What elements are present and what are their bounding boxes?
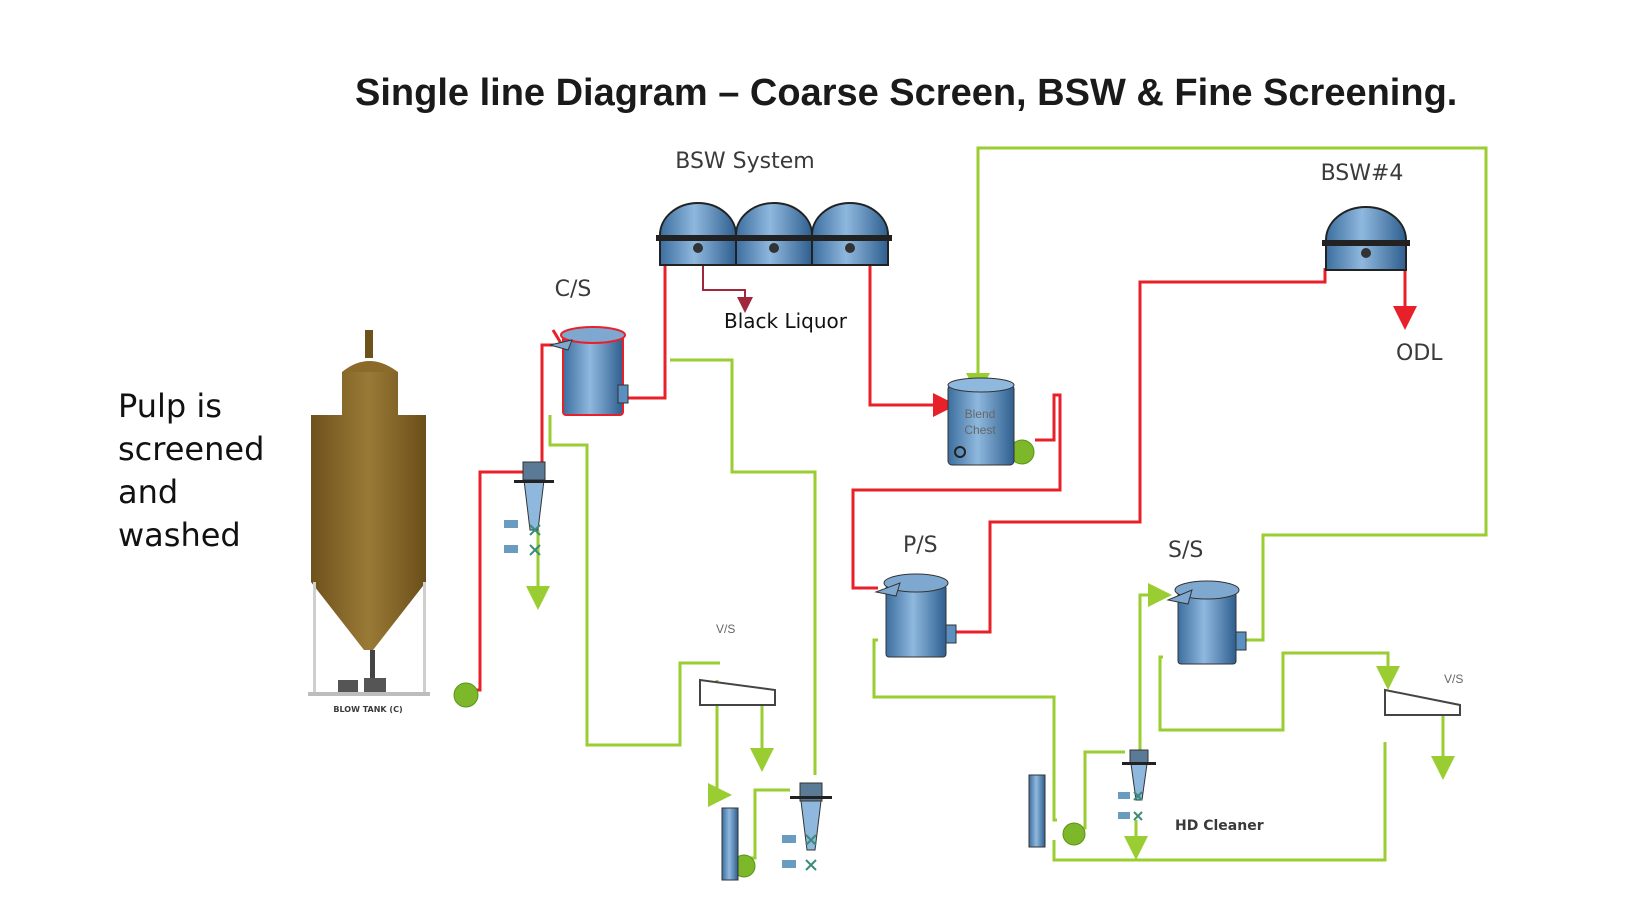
pulp-line-tank-to-cleaner bbox=[458, 470, 532, 692]
cleaner-left bbox=[504, 461, 554, 556]
water-line-ps-reject bbox=[872, 638, 1057, 822]
pumps bbox=[453, 439, 1086, 878]
bsw-washer-2 bbox=[732, 202, 816, 266]
vs-right-label: V/S bbox=[1444, 672, 1463, 686]
water-line-top-loop bbox=[976, 146, 1488, 642]
cleaner-bottom bbox=[782, 782, 832, 871]
pump-blow-tank bbox=[453, 682, 479, 708]
water-line-center-loop bbox=[670, 358, 817, 775]
blow-tank: BLOW TANK (C) bbox=[308, 330, 430, 714]
small-tank-bottom bbox=[721, 807, 739, 881]
screen-ss bbox=[1166, 580, 1247, 665]
cs-label: C/S bbox=[555, 277, 592, 302]
pulp-line-bsw-to-bc bbox=[868, 240, 957, 417]
bsw-washer-3 bbox=[808, 202, 892, 266]
bsw-system-label: BSW System bbox=[675, 149, 814, 174]
water-line-ss-reject bbox=[1158, 651, 1400, 732]
vs-left-label: V/S bbox=[716, 622, 735, 636]
water-line-cs-reject bbox=[548, 415, 720, 747]
odl-label: ODL bbox=[1396, 341, 1443, 366]
bsw-washer-1 bbox=[656, 202, 740, 266]
water-lines bbox=[526, 146, 1488, 862]
bsw4-label: BSW#4 bbox=[1321, 161, 1404, 186]
bsw-system-washers bbox=[656, 202, 892, 266]
blow-tank-label: BLOW TANK (C) bbox=[333, 705, 402, 714]
side-description: Pulp is screened and washed bbox=[118, 385, 264, 557]
blend-chest-label-2: Chest bbox=[964, 423, 996, 437]
ss-label: S/S bbox=[1168, 538, 1203, 563]
water-line-bottom-return bbox=[1052, 742, 1387, 862]
diagram-title: Single line Diagram – Coarse Screen, BSW… bbox=[355, 72, 1458, 114]
screen-cs bbox=[549, 326, 629, 416]
pump-hd-tank bbox=[1062, 822, 1086, 846]
vs-left-screen bbox=[699, 678, 776, 706]
hd-cleaner-label: HD Cleaner bbox=[1175, 818, 1264, 834]
water-line-vs-left-out1 bbox=[708, 680, 732, 807]
pulp-line-bc-to-ps bbox=[851, 393, 1062, 590]
side-text-line-4: washed bbox=[118, 516, 241, 554]
vs-right-screen bbox=[1384, 688, 1461, 716]
black-liquor-label: Black Liquor bbox=[724, 309, 848, 333]
side-text-line-3: and bbox=[118, 473, 179, 511]
side-text-line-1: Pulp is bbox=[118, 387, 222, 425]
water-line-small-tank bbox=[748, 788, 790, 860]
screen-ps bbox=[874, 573, 957, 658]
blend-chest-label-1: Blend bbox=[965, 407, 996, 421]
liquor-line bbox=[702, 265, 753, 313]
water-line-hd-feed bbox=[1074, 750, 1125, 830]
pulp-line-cs-to-bsw bbox=[628, 265, 667, 400]
water-line-hd-to-ss bbox=[1138, 583, 1172, 770]
hd-tank bbox=[1028, 774, 1046, 848]
bsw4-washer bbox=[1322, 206, 1410, 271]
blend-chest: Blend Chest bbox=[947, 377, 1015, 466]
side-text-line-2: screened bbox=[118, 430, 265, 468]
ps-label: P/S bbox=[903, 533, 938, 558]
hd-cleaner bbox=[1118, 749, 1156, 821]
pulp-line-ps-to-bsw4 bbox=[955, 268, 1327, 634]
